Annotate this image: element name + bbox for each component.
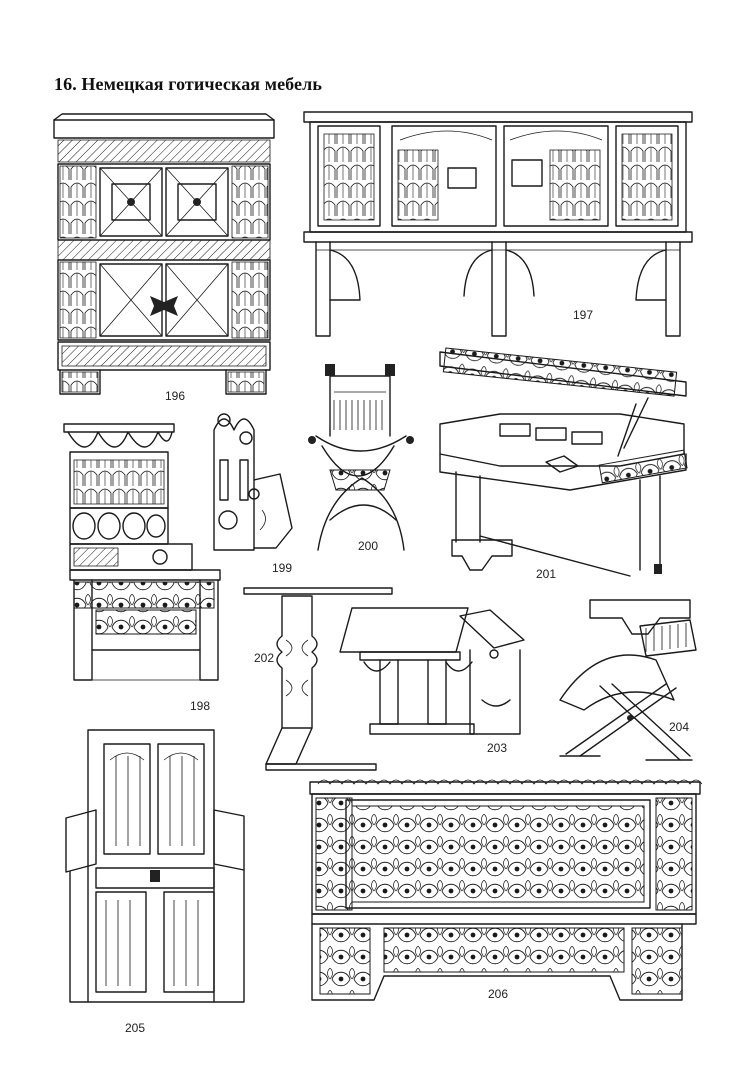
- figure-label-201: 201: [536, 567, 557, 581]
- figure-label-199: 199: [272, 561, 293, 575]
- x-chair-200-drawing: [308, 364, 414, 550]
- chest-206-drawing: [310, 780, 702, 1000]
- figure-label-198: 198: [190, 699, 211, 713]
- figure-label-204: 204: [669, 720, 690, 734]
- cabinet-196-drawing: [54, 114, 274, 394]
- figure-label-196: 196: [165, 389, 186, 403]
- credenza-197-drawing: [304, 112, 692, 336]
- table-leg-202-drawing: [244, 588, 392, 770]
- figure-label-197: 197: [573, 308, 594, 322]
- table-203-drawing: [340, 608, 524, 734]
- page-title: 16. Немецкая готическая мебель: [54, 74, 322, 94]
- figure-label-205: 205: [125, 1021, 146, 1035]
- figure-label-202: 202: [254, 651, 275, 665]
- figure-label-206: 206: [488, 987, 509, 1001]
- armchair-205-drawing: [66, 730, 244, 1002]
- desk-201-drawing: [440, 348, 690, 634]
- figure-label-200: 200: [358, 539, 379, 553]
- sideboard-198-drawing: [64, 424, 220, 680]
- chair-199-drawing: [214, 414, 292, 550]
- folding-chair-204-drawing: [560, 620, 696, 760]
- figure-label-203: 203: [487, 741, 508, 755]
